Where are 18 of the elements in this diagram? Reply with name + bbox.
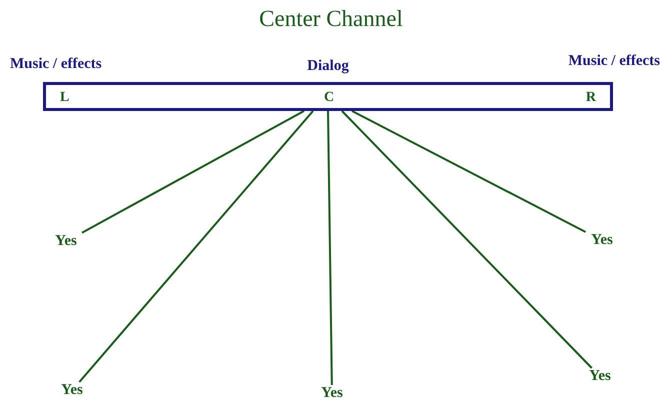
channel-letter: C bbox=[324, 90, 334, 106]
channel-label: Music / effects bbox=[568, 53, 660, 70]
title: Center Channel bbox=[258, 6, 404, 32]
connector-line bbox=[352, 110, 586, 233]
answer-text: Yes bbox=[50, 233, 82, 250]
connector-line bbox=[78, 110, 314, 383]
channel-label: Dialog bbox=[307, 58, 349, 75]
answer-text: Yes bbox=[584, 368, 616, 385]
channel-label: Music / effects bbox=[10, 56, 102, 73]
connector-line bbox=[341, 110, 592, 369]
channel-letter: R bbox=[586, 90, 596, 106]
channel-box bbox=[43, 82, 613, 111]
answer-text: Yes bbox=[586, 232, 618, 249]
channel-letter: L bbox=[60, 90, 70, 106]
answer-text: Yes bbox=[316, 385, 348, 400]
connector-line bbox=[327, 110, 333, 386]
answer-text: Yes bbox=[56, 382, 88, 399]
connector-line bbox=[82, 110, 304, 234]
